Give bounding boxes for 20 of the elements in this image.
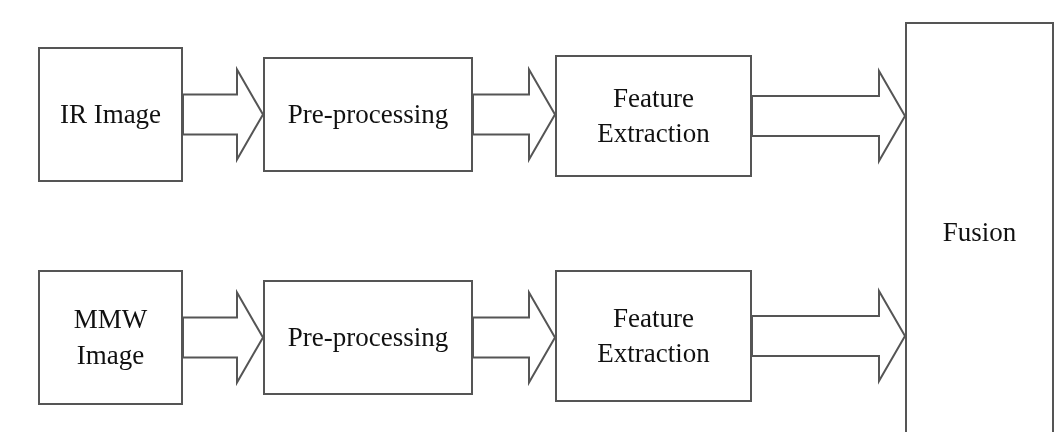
process-box — [905, 22, 1054, 432]
process-box — [38, 47, 183, 182]
block-arrow — [182, 65, 265, 164]
process-box — [38, 270, 183, 405]
process-box — [555, 270, 752, 402]
box-label: Fusion — [942, 216, 1017, 250]
block-arrow — [472, 65, 557, 164]
block-arrow — [751, 67, 907, 165]
box-label: MMW Image — [72, 303, 149, 372]
box-label: Pre-processing — [287, 97, 449, 131]
box-label: Feature Extraction — [596, 81, 711, 150]
process-box — [263, 57, 473, 172]
process-box — [555, 55, 752, 177]
process-box — [263, 280, 473, 395]
box-label: Feature Extraction — [596, 301, 711, 370]
block-arrow — [182, 288, 265, 387]
block-arrow — [751, 287, 907, 385]
box-label: Pre-processing — [287, 320, 449, 354]
box-label: IR Image — [59, 97, 162, 131]
block-arrow — [472, 288, 557, 387]
